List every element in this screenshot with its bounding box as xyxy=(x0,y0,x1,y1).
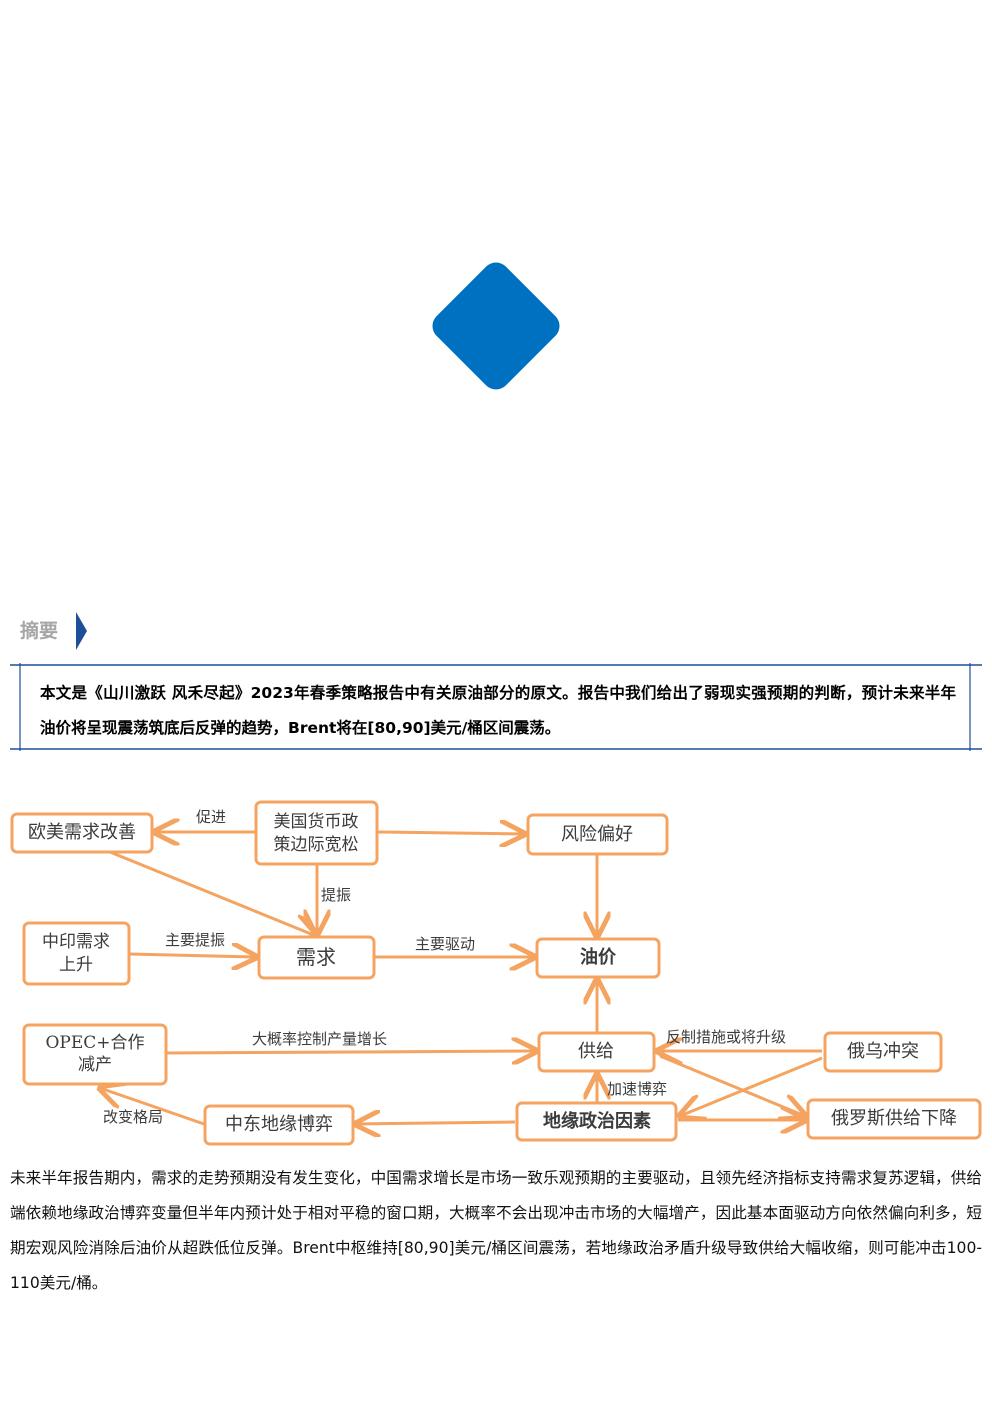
label-opec-supply: 大概率控制产量增长 xyxy=(252,1030,387,1048)
body-paragraph: 未来半年报告期内，需求的走势预期没有发生变化，中国需求增长是市场一致乐观预期的主… xyxy=(10,1169,982,1292)
node-supply: 供给 xyxy=(578,1041,614,1062)
node-us-policy: 美国货币政策边际宽松 xyxy=(274,812,359,855)
section-title: 摘要 xyxy=(20,620,59,642)
label-boost: 提振 xyxy=(321,886,351,904)
node-box-us-policy xyxy=(254,800,379,866)
node-box-cn-in-demand xyxy=(22,921,131,986)
edge-middle-east-to-opec xyxy=(100,1088,205,1126)
node-box-euus-demand xyxy=(10,812,154,854)
flow-diagram: 欧美需求改善 美国货币政策边际宽松 风险偏好 中印需求上升 需求 油价 OPEC… xyxy=(10,800,982,1146)
node-box-supply xyxy=(537,1031,656,1073)
blue-diamond-icon xyxy=(432,262,560,390)
node-box-russia-supply xyxy=(806,1098,982,1140)
node-box-middle-east xyxy=(203,1104,355,1146)
edge-euus-to-demand xyxy=(109,850,316,936)
edge-russia-ukraine-to-geo xyxy=(680,1056,823,1116)
chevron-right-icon xyxy=(76,612,87,650)
node-cn-in-demand: 中印需求上升 xyxy=(42,932,110,975)
node-box-oil-price xyxy=(535,937,661,979)
node-box-russia-ukraine xyxy=(823,1031,943,1073)
label-change-pattern: 改变格局 xyxy=(103,1108,163,1126)
node-russia-ukraine: 俄乌冲突 xyxy=(847,1041,919,1062)
edge-supply-to-russia-supply xyxy=(659,1054,805,1116)
node-middle-east: 中东地缘博弈 xyxy=(225,1114,333,1135)
node-opec: OPEC+合作减产 xyxy=(45,1033,144,1075)
edge-cnin-to-demand xyxy=(128,954,256,957)
summary-box xyxy=(10,663,982,751)
node-box-opec xyxy=(22,1023,168,1086)
node-oil-price: 油价 xyxy=(580,946,617,968)
label-main-driver: 主要驱动 xyxy=(415,935,475,953)
edge-policy-to-risk xyxy=(376,832,524,834)
edge-opec-to-supply xyxy=(165,1051,536,1053)
label-promote: 促进 xyxy=(196,808,226,826)
node-risk-appetite: 风险偏好 xyxy=(561,824,633,845)
node-russia-supply: 俄罗斯供给下降 xyxy=(831,1108,957,1129)
label-accelerate: 加速博弈 xyxy=(607,1080,667,1098)
node-box-risk-appetite xyxy=(526,813,669,856)
node-demand: 需求 xyxy=(296,945,336,969)
node-box-geopolitics xyxy=(515,1101,678,1142)
summary-text: 本文是《山川激跃 风禾尽起》2023年春季策略报告中有关原油部分的原文。报告中我… xyxy=(40,684,956,737)
node-box-demand xyxy=(257,935,376,980)
logo xyxy=(432,262,560,390)
label-sanctions: 反制措施或将升级 xyxy=(666,1028,786,1046)
edge-geo-to-middle-east xyxy=(356,1122,516,1124)
node-euus-demand: 欧美需求改善 xyxy=(28,822,136,843)
node-geopolitics: 地缘政治因素 xyxy=(543,1110,651,1132)
label-main-boost: 主要提振 xyxy=(165,931,225,949)
